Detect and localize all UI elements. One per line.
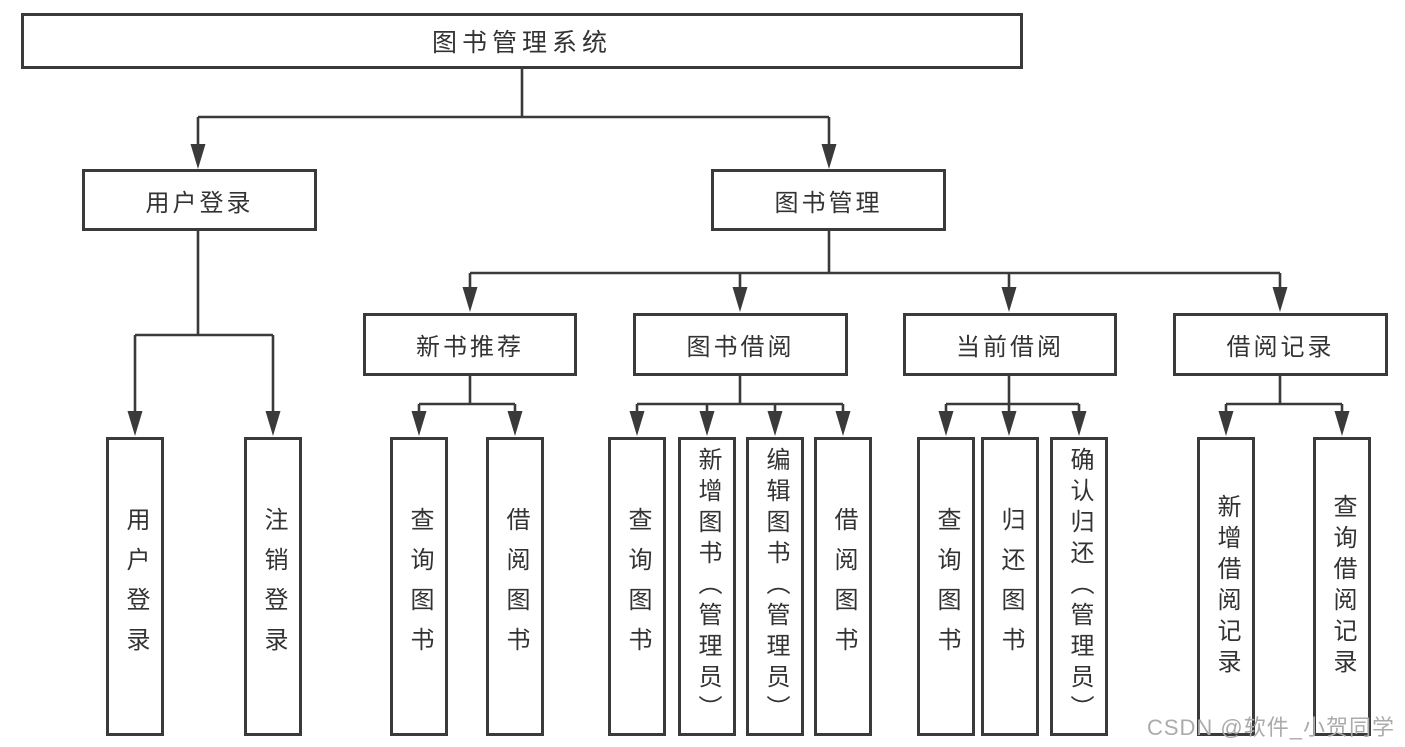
node-label: 用户登录 <box>145 189 254 217</box>
node-current-borrowing: 当前借阅 <box>903 313 1117 376</box>
node-user-login: 用户登录 <box>82 169 317 231</box>
arrow-down-icon <box>1071 411 1087 436</box>
node-book-management: 图书管理 <box>711 169 946 231</box>
arrow-down-icon <box>938 411 954 436</box>
leaf-query-books-recommend: 查询图书 <box>390 437 448 736</box>
arrow-down-icon <box>1001 287 1017 312</box>
node-label: 新书推荐 <box>416 334 524 361</box>
node-label: 借阅记录 <box>1226 334 1335 361</box>
connector-new-book-to-leaves <box>411 376 523 436</box>
connector-path <box>1224 376 1344 413</box>
node-label: 查询图书 <box>933 506 960 667</box>
arrow-down-icon <box>1334 411 1350 436</box>
arrow-down-icon <box>767 411 783 436</box>
node-label: 确认归还（管理员） <box>1066 447 1093 726</box>
connector-records-to-leaves <box>1218 376 1350 436</box>
leaf-query-books-current: 查询图书 <box>917 437 975 736</box>
node-label: 图书管理 <box>774 189 883 217</box>
connector-path <box>468 231 1282 289</box>
node-book-borrowing: 图书借阅 <box>633 313 848 376</box>
node-label: 注销登录 <box>260 506 287 667</box>
arrow-down-icon <box>190 144 206 169</box>
arrow-down-icon <box>1001 411 1017 436</box>
connector-book-mgmt-to-level2 <box>462 231 1288 312</box>
leaf-user-login: 用户登录 <box>106 437 164 736</box>
leaf-query-books-borrowing: 查询图书 <box>608 437 666 736</box>
arrow-down-icon <box>835 411 851 436</box>
arrow-down-icon <box>265 411 281 436</box>
arrow-down-icon <box>699 411 715 436</box>
node-label: 归还图书 <box>997 506 1024 667</box>
connector-path <box>133 231 275 413</box>
node-label: 查询图书 <box>406 506 433 667</box>
node-label: 查询图书 <box>624 506 651 667</box>
arrow-down-icon <box>732 287 748 312</box>
node-borrowing-records: 借阅记录 <box>1173 313 1388 376</box>
node-new-book-recommend: 新书推荐 <box>363 313 577 376</box>
node-label: 当前借阅 <box>956 334 1064 361</box>
node-root: 图书管理系统 <box>21 13 1023 69</box>
connector-root-to-level1 <box>190 69 837 169</box>
watermark: CSDN @软件_小贺同学 <box>1146 715 1395 740</box>
leaf-borrow-books-recommend: 借阅图书 <box>486 437 544 736</box>
arrow-down-icon <box>507 411 523 436</box>
node-label: 新增借阅记录 <box>1213 493 1240 680</box>
connector-path <box>944 376 1081 413</box>
node-label: 新增图书（管理员） <box>694 447 721 726</box>
connector-path <box>417 376 517 413</box>
leaf-return-books: 归还图书 <box>981 437 1039 736</box>
connector-cur-borrow-to-leaves <box>938 376 1087 436</box>
leaf-logout: 注销登录 <box>244 437 302 736</box>
node-label: 编辑图书（管理员） <box>762 447 789 726</box>
node-label: 借阅图书 <box>502 506 529 667</box>
connector-user-login-to-leaves <box>127 231 281 436</box>
node-label: 图书管理系统 <box>431 29 612 57</box>
leaf-query-borrow-record: 查询借阅记录 <box>1313 437 1371 736</box>
leaf-add-borrow-record: 新增借阅记录 <box>1197 437 1255 736</box>
arrow-down-icon <box>411 411 427 436</box>
leaf-add-book-admin: 新增图书（管理员） <box>678 437 736 736</box>
arrow-down-icon <box>462 287 478 312</box>
arrow-down-icon <box>1218 411 1234 436</box>
connector-path <box>196 69 831 146</box>
leaf-confirm-return-admin: 确认归还（管理员） <box>1050 437 1108 736</box>
connector-path <box>635 376 845 413</box>
arrow-down-icon <box>1272 287 1288 312</box>
leaf-borrow-books: 借阅图书 <box>814 437 872 736</box>
node-label: 用户登录 <box>122 506 149 667</box>
node-label: 借阅图书 <box>830 506 857 667</box>
arrow-down-icon <box>127 411 143 436</box>
node-label: 查询借阅记录 <box>1329 493 1356 680</box>
leaf-edit-book-admin: 编辑图书（管理员） <box>746 437 804 736</box>
arrow-down-icon <box>629 411 645 436</box>
node-label: 图书借阅 <box>686 334 795 361</box>
connector-book-borrow-to-leaves <box>629 376 851 436</box>
arrow-down-icon <box>821 144 837 169</box>
